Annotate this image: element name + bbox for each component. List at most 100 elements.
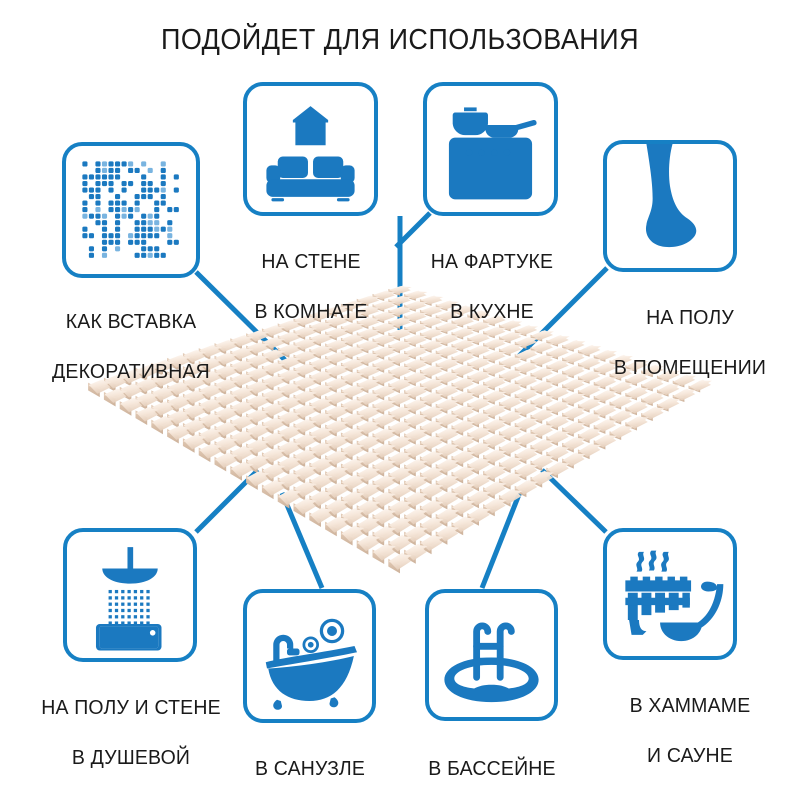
mosaic-cell: [134, 252, 140, 258]
mosaic-cell: [134, 239, 140, 245]
mosaic-tile-face: [278, 343, 301, 356]
water-droplet: [133, 596, 138, 600]
mosaic-tile-face: [278, 425, 301, 440]
mosaic-cell: [173, 174, 179, 180]
card-shower-floor-wall[interactable]: [63, 528, 197, 662]
mosaic-cell: [82, 213, 88, 219]
mosaic-tile-face: [120, 369, 143, 384]
mosaic-cell: [121, 200, 127, 206]
mosaic-tile-face: [562, 378, 585, 391]
mosaic-tile-face: [152, 359, 174, 373]
pool-icon: [444, 622, 539, 703]
mosaic-tile-face: [246, 423, 269, 439]
mosaic-tile-face: [341, 442, 364, 458]
water-droplet: [127, 621, 131, 625]
mosaic-tile-face: [231, 415, 253, 430]
mosaic-cell: [108, 187, 114, 193]
water-droplet: [140, 621, 144, 625]
mosaic-cell: [160, 161, 166, 167]
mosaic-tile-face: [499, 396, 522, 410]
mosaic-tile-face: [468, 345, 490, 357]
mosaic-tile-face: [325, 482, 348, 499]
card-bathroom[interactable]: [243, 589, 376, 723]
mosaic-tile-face: [325, 339, 348, 351]
water-droplet: [108, 596, 112, 600]
mosaic-cell: [108, 167, 114, 174]
mosaic-cell: [121, 207, 127, 213]
mosaic-tile-face: [215, 421, 237, 437]
mosaic-tile-face: [515, 349, 538, 361]
card-kitchen-backsplash[interactable]: [423, 82, 558, 216]
mosaic-cell: [101, 220, 108, 226]
mosaic-cell: [160, 187, 166, 193]
mosaic-tile-face: [167, 381, 190, 396]
water-droplet: [146, 596, 150, 600]
mosaic-tile-face: [641, 406, 664, 420]
mosaic-tile-face: [215, 436, 237, 452]
mosaic-tile-face: [531, 342, 553, 353]
mosaic-tile-face: [610, 354, 632, 366]
mosaic-tile-face: [88, 379, 111, 394]
mosaic-tile-face: [483, 350, 506, 362]
mosaic-cell: [147, 252, 153, 258]
card-indoor-floor[interactable]: [603, 140, 737, 272]
mosaic-tile-face: [452, 351, 474, 364]
caption-line-1: НА ФАРТУКЕ: [430, 250, 554, 273]
water-droplet: [108, 589, 112, 594]
water-droplet: [114, 615, 119, 619]
mosaic-tile-face: [673, 388, 696, 401]
mosaic-cell: [95, 194, 101, 200]
mosaic-tile-face: [278, 369, 301, 382]
connector-swimming-pool: [479, 491, 523, 589]
mosaic-cell: [167, 239, 173, 245]
mosaic-cell: [167, 233, 173, 239]
mosaic-tile-face: [246, 380, 269, 395]
mosaic-tile-face: [231, 334, 253, 347]
mosaic-tile-face: [262, 361, 285, 375]
mosaic-tile-face: [341, 507, 364, 525]
sofa-icon: [266, 106, 355, 202]
mosaic-tile-face: [325, 364, 348, 377]
mosaic-cell: [101, 174, 108, 180]
mosaic-cell: [101, 180, 108, 187]
card-room-wall[interactable]: [243, 82, 378, 216]
mosaic-tile-face: [341, 458, 364, 474]
mosaic-cell: [173, 207, 179, 213]
mosaic-cell: [108, 200, 114, 206]
mosaic-tile-face: [578, 398, 601, 411]
mosaic-tile-face: [231, 445, 253, 461]
card-decorative-insert[interactable]: [62, 142, 200, 278]
mosaic-cell: [88, 213, 95, 219]
mosaic-cell: [147, 194, 153, 200]
water-droplet: [140, 615, 144, 619]
mosaic-tile-face: [294, 338, 316, 350]
mosaic-tile-face: [246, 470, 269, 487]
mosaic-tile-face: [325, 327, 348, 339]
mosaic-tile-face: [357, 483, 380, 499]
mosaic-tile-face: [420, 295, 443, 305]
mosaic-tile-face: [547, 360, 569, 372]
mosaic-cell: [141, 239, 147, 245]
mosaic-tile-face: [468, 384, 490, 397]
mosaic-tile-face: [531, 454, 553, 469]
mosaic-tile-face: [325, 516, 348, 533]
mosaic-cell: [147, 167, 153, 174]
mosaic-tile-face: [199, 384, 222, 398]
mosaic-tile-face: [357, 499, 380, 516]
mosaic-cell: [95, 207, 101, 213]
card-swimming-pool[interactable]: [425, 589, 558, 721]
mosaic-cell: [134, 200, 140, 206]
card-hammam-sauna[interactable]: [603, 528, 737, 660]
mosaic-cell: [95, 161, 101, 167]
mosaic-cell: [128, 239, 134, 245]
mosaic-cell: [167, 207, 173, 213]
mosaic-cell: [134, 220, 140, 226]
mosaic-cell: [141, 174, 147, 180]
water-droplet: [146, 602, 150, 606]
mosaic-tile-face: [167, 367, 190, 382]
mosaic-cell: [115, 226, 121, 232]
caption-line-2: В ДУШЕВОЙ: [71, 746, 191, 769]
mosaic-tile-face: [136, 378, 158, 393]
mosaic-tile-face: [499, 356, 522, 368]
mosaic-tile-face: [325, 391, 348, 405]
